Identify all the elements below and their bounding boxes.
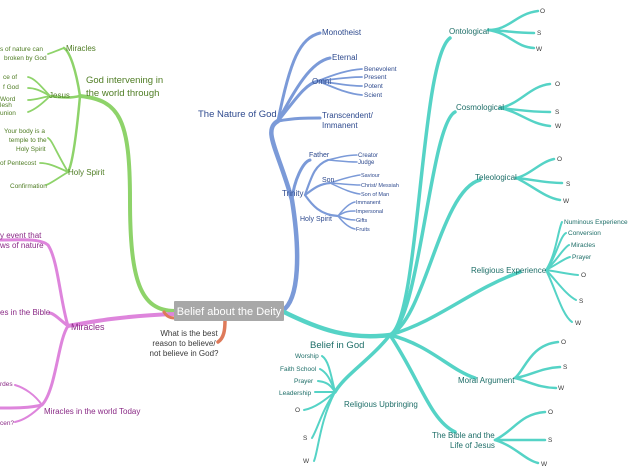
node-miracles-bible[interactable]: es in the Bible [0, 308, 51, 317]
node-son-of-man[interactable]: Son of Man [361, 192, 389, 198]
node-miracles[interactable]: Miracles [71, 322, 105, 332]
node-omni-potent[interactable]: Potent [364, 83, 383, 90]
branch-question [162, 310, 227, 344]
teleological-w[interactable]: W [563, 198, 570, 205]
node-father-creator[interactable]: Creator [358, 153, 378, 159]
branch-belief-in-god [279, 9, 579, 465]
node-spirit-fruits[interactable]: Fruits [356, 227, 370, 233]
node-laws-line-2[interactable]: broken by God [4, 55, 47, 62]
node-spirit-gifts[interactable]: Gifts [356, 218, 368, 224]
node-eternal[interactable]: Eternal [332, 53, 358, 62]
cosmological-s[interactable]: S [555, 109, 560, 116]
node-re-miracles[interactable]: Miracles [571, 242, 596, 249]
teleological-s[interactable]: S [566, 181, 571, 188]
node-cen[interactable]: cen? [0, 420, 14, 427]
node-moral-argument[interactable]: Moral Argument [458, 376, 515, 385]
node-upbringing-worship[interactable]: Worship [295, 353, 319, 360]
central-topic[interactable]: Belief about the Deity [174, 301, 284, 321]
node-intervening-line-2[interactable]: the world through [86, 88, 159, 99]
moral-o[interactable]: O [561, 339, 566, 346]
central-topic-label: Belief about the Deity [177, 306, 282, 318]
node-bible-line-2[interactable]: Life of Jesus [450, 441, 495, 450]
experience-o[interactable]: O [581, 272, 586, 279]
branch-miracles [0, 238, 177, 423]
node-father[interactable]: Father [309, 152, 330, 159]
node-trinity[interactable]: Trinity [282, 189, 303, 198]
node-temple-line-1[interactable]: Your body is a [4, 128, 45, 135]
node-confirmation[interactable]: Confirmation [10, 183, 47, 190]
experience-s[interactable]: S [579, 298, 584, 305]
node-event-line-1[interactable]: y event that [0, 231, 42, 240]
node-laws-line-1[interactable]: s of nature can [0, 46, 43, 53]
bible-w[interactable]: W [541, 461, 548, 468]
node-son-messiah[interactable]: Christ/ Messiah [361, 183, 399, 189]
ontological-o[interactable]: O [540, 8, 545, 15]
node-religious-experience[interactable]: Religious Experience [471, 266, 547, 275]
moral-w[interactable]: W [558, 385, 565, 392]
node-monotheist[interactable]: Monotheist [322, 28, 362, 37]
node-religious-upbringing[interactable]: Religious Upbringing [344, 400, 418, 409]
node-son[interactable]: Son [322, 177, 335, 184]
cosmological-w[interactable]: W [555, 123, 562, 130]
node-jesus-item-5[interactable]: union [0, 110, 16, 117]
node-omni[interactable]: Omni [312, 77, 331, 86]
upbringing-o[interactable]: O [295, 407, 300, 414]
node-jesus-item-1[interactable]: ce of [3, 74, 17, 81]
node-bible-line-1[interactable]: The Bible and the [432, 431, 495, 440]
node-transcendent-line-2[interactable]: Immanent [322, 121, 358, 130]
cosmological-o[interactable]: O [555, 81, 560, 88]
bible-s[interactable]: S [548, 437, 553, 444]
node-intervening-holy-spirit[interactable]: Holy Spirit [68, 168, 105, 177]
node-jesus-item-4[interactable]: lesh [0, 102, 12, 109]
node-intervening-miracles[interactable]: Miracles [66, 44, 96, 53]
node-father-judge[interactable]: Judge [358, 160, 375, 166]
node-cosmological[interactable]: Cosmological [456, 103, 504, 112]
node-teleological[interactable]: Teleological [475, 173, 517, 182]
question-line-2: reason to believe/ [152, 339, 216, 348]
upbringing-s[interactable]: S [303, 435, 308, 442]
node-temple-line-2[interactable]: temple to the [9, 137, 47, 144]
upbringing-w[interactable]: W [303, 458, 310, 465]
ontological-w[interactable]: W [536, 46, 543, 53]
node-omni-present[interactable]: Present [364, 74, 387, 81]
node-belief-in-god[interactable]: Belief in God [310, 340, 364, 351]
teleological-o[interactable]: O [557, 156, 562, 163]
node-spirit-immanent[interactable]: Immanent [356, 200, 381, 206]
node-spirit-impersonal[interactable]: Impersonal [356, 209, 383, 215]
node-lourdes[interactable]: rdes [0, 381, 13, 388]
node-miracles-today[interactable]: Miracles in the world Today [44, 407, 140, 416]
node-event-line-2[interactable]: ws of nature [0, 241, 44, 250]
node-upbringing-prayer[interactable]: Prayer [294, 378, 314, 385]
branch-god-intervening [27, 46, 177, 313]
node-temple-line-3[interactable]: Holy Spirit [16, 146, 46, 153]
node-upbringing-faith-school[interactable]: Faith School [280, 366, 317, 373]
moral-s[interactable]: S [563, 364, 568, 371]
node-holy-spirit-nature[interactable]: Holy Spirit [300, 216, 332, 223]
bible-o[interactable]: O [548, 409, 553, 416]
ontological-s[interactable]: S [537, 30, 542, 37]
node-ontological[interactable]: Ontological [449, 27, 489, 36]
node-re-conversion[interactable]: Conversion [568, 230, 601, 237]
experience-w[interactable]: W [575, 320, 582, 327]
node-son-saviour[interactable]: Saviour [361, 173, 380, 179]
node-re-prayer[interactable]: Prayer [572, 254, 592, 261]
node-re-numinous[interactable]: Numinous Experience [564, 219, 628, 226]
node-transcendent-line-1[interactable]: Transcendent/ [322, 111, 374, 120]
question-line-1: What is the best [160, 329, 218, 338]
branch-nature-of-god [269, 31, 363, 314]
node-jesus[interactable]: Jesus [49, 91, 70, 100]
node-jesus-item-2[interactable]: f God [3, 84, 19, 91]
node-omni-scient[interactable]: Scient [364, 92, 382, 99]
node-nature-of-god[interactable]: The Nature of God [198, 109, 277, 120]
node-jesus-item-3[interactable]: Word [0, 96, 16, 103]
node-omni-benevolent[interactable]: Benevolent [364, 66, 397, 73]
question-line-3: not believe in God? [150, 349, 219, 358]
node-intervening-line-1[interactable]: God intervening in [86, 75, 163, 86]
node-pentecost[interactable]: of Pentecost [0, 160, 36, 167]
node-upbringing-leadership[interactable]: Leadership [279, 390, 312, 397]
